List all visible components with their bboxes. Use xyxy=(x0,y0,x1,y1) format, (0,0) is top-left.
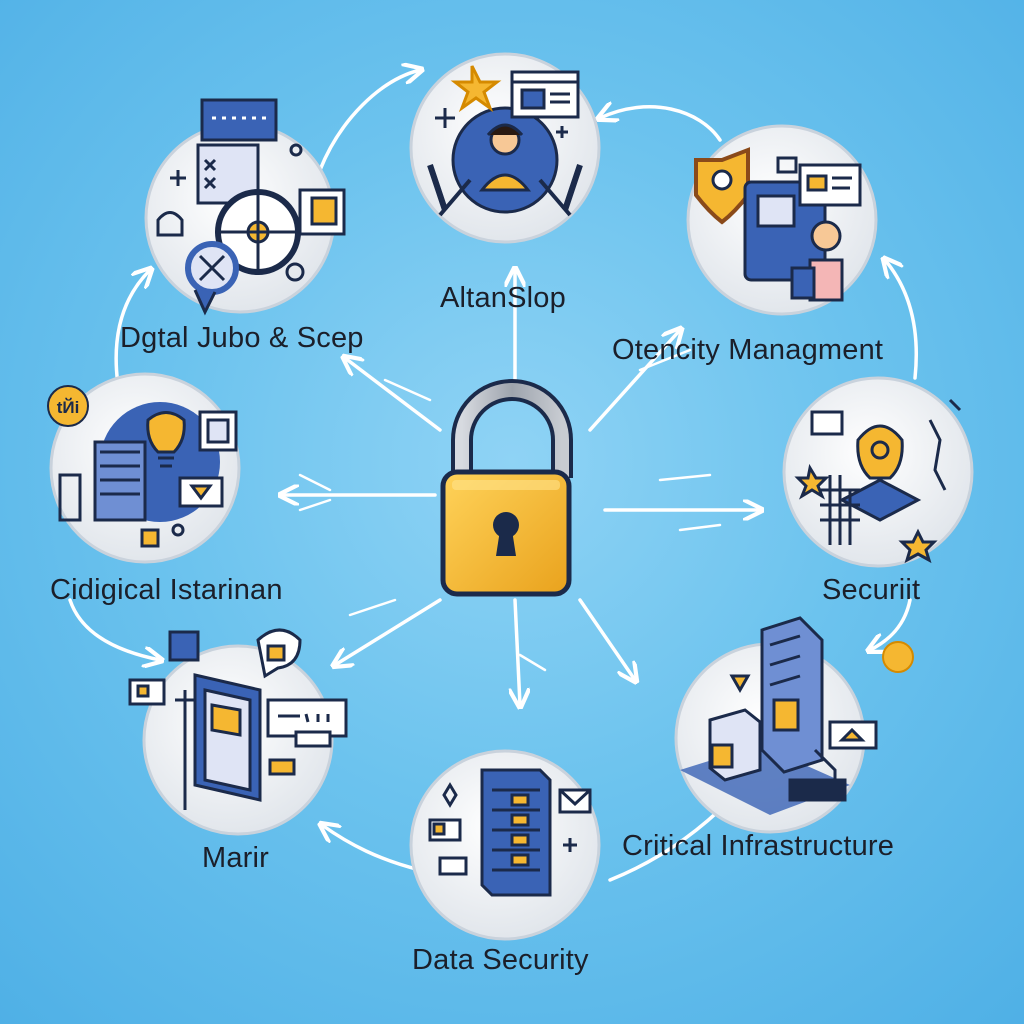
label-left: Cidigical Istarinan xyxy=(50,574,283,606)
ring-arrow-right-up xyxy=(885,260,918,380)
label-top-left: Dgtal Jubo & Scep xyxy=(120,322,364,354)
label-bottom: Data Security xyxy=(412,944,589,976)
ring-arrow-left-up xyxy=(114,270,150,387)
spoke-down xyxy=(515,598,520,705)
shield-server-icon xyxy=(694,147,862,302)
spoke-upright xyxy=(588,330,680,432)
node-top-left[interactable] xyxy=(144,98,346,316)
label-top-right: Otencity Managment xyxy=(612,334,884,366)
lightbulb-factory-icon xyxy=(58,402,238,548)
ring-arrow-top xyxy=(600,107,722,142)
node-bottom[interactable] xyxy=(409,749,601,941)
padlock-icon xyxy=(440,379,573,597)
isometric-buildings-icon xyxy=(680,616,878,815)
person-at-laptop-icon xyxy=(427,65,583,217)
node-right[interactable] xyxy=(782,376,974,568)
node-left[interactable]: tЙi xyxy=(47,372,241,564)
node-top[interactable] xyxy=(409,52,601,244)
badge-text: tЙi xyxy=(57,398,80,417)
label-top: AltanSlop xyxy=(440,282,566,314)
ring-arrow-right-down xyxy=(870,598,912,650)
spoke-downright xyxy=(578,598,635,680)
target-dashboard-icon xyxy=(156,98,346,316)
label-bottom-left: Marir xyxy=(202,842,270,874)
badge-icon: tЙi xyxy=(47,385,89,427)
spoke-downleft xyxy=(335,598,442,665)
tablet-chat-icon xyxy=(128,628,348,810)
spoke-upleft xyxy=(345,358,442,432)
lightbulb-chip-icon xyxy=(794,398,962,564)
ring-arrow-bottomleft xyxy=(322,825,422,872)
server-rack-icon xyxy=(428,768,592,897)
node-bottom-right[interactable] xyxy=(674,616,878,834)
node-bottom-left[interactable] xyxy=(128,628,348,836)
label-bottom-right: Critical Infrastructure xyxy=(622,830,895,862)
accent-dot xyxy=(882,641,914,673)
node-top-right[interactable] xyxy=(686,124,878,316)
ring-arrow-left-down xyxy=(68,598,160,660)
ring-arrow-topleft xyxy=(318,70,420,172)
label-right: Securiit xyxy=(822,574,921,606)
